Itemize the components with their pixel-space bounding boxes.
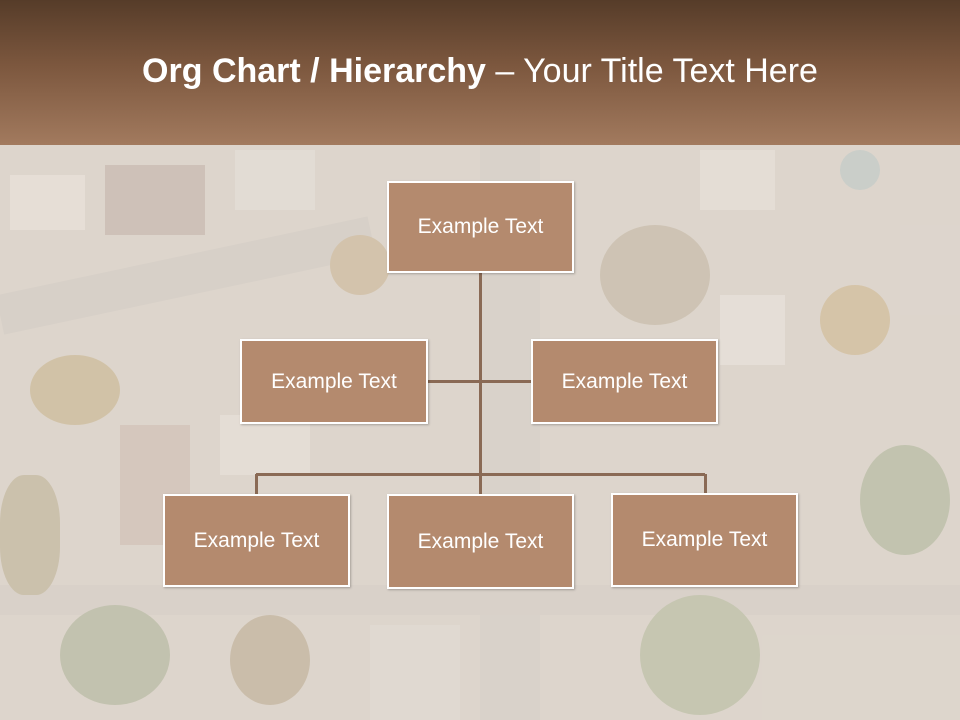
org-node-child-2[interactable]: Example Text — [387, 494, 574, 589]
slide-title[interactable]: Org Chart / Hierarchy – Your Title Text … — [0, 52, 960, 91]
org-node-child-1[interactable]: Example Text — [163, 494, 350, 587]
org-node-label: Example Text — [641, 528, 768, 551]
title-bar: Org Chart / Hierarchy – Your Title Text … — [0, 0, 960, 145]
org-node-label: Example Text — [271, 369, 397, 393]
title-rest-part: – Your Title Text Here — [485, 52, 818, 90]
title-bold-part: Org Chart / Hierarchy — [142, 52, 486, 90]
org-node-child-3[interactable]: Example Text — [611, 493, 798, 587]
org-node-assistant-left[interactable]: Example Text — [240, 339, 428, 424]
org-node-label: Example Text — [417, 215, 544, 238]
org-node-label: Example Text — [193, 528, 320, 552]
org-node-label: Example Text — [417, 529, 544, 553]
org-node-assistant-right[interactable]: Example Text — [531, 339, 718, 424]
org-node-root[interactable]: Example Text — [387, 181, 574, 273]
org-node-label: Example Text — [561, 369, 688, 393]
